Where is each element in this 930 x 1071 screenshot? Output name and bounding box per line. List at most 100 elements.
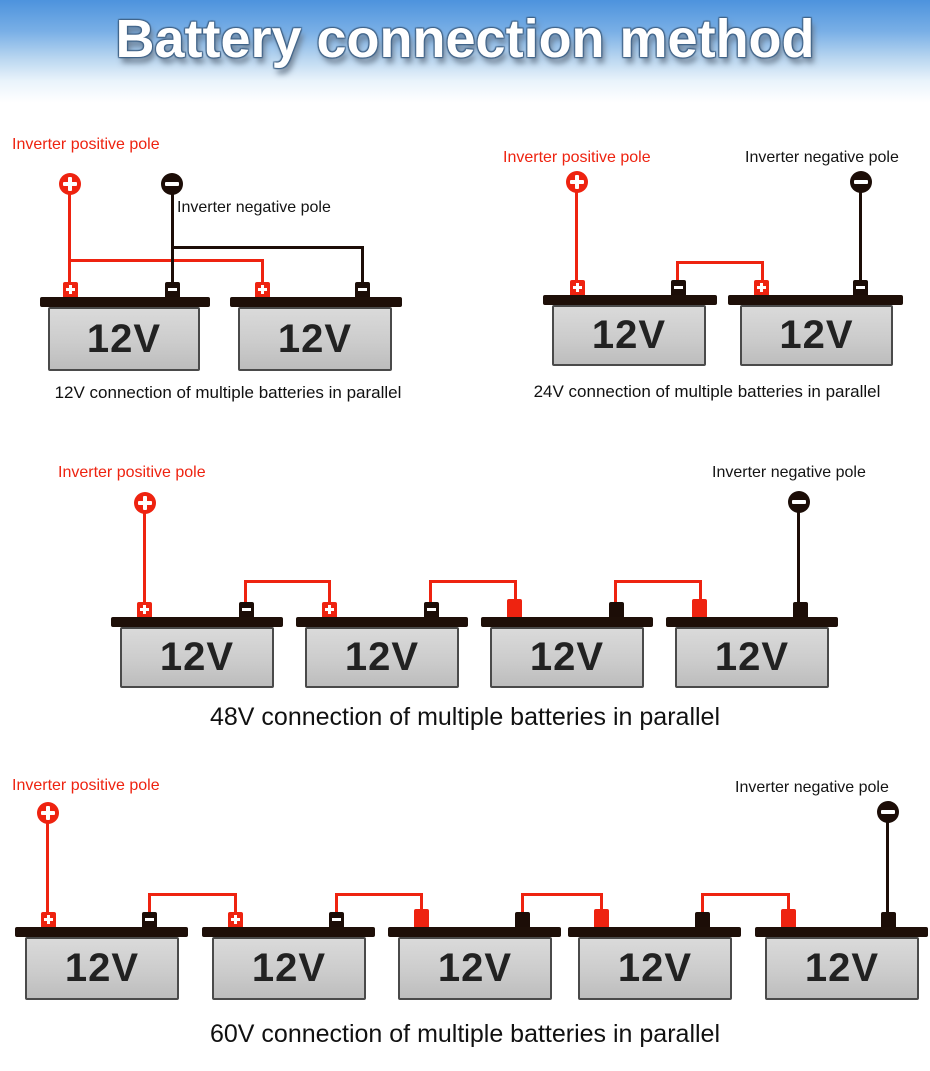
jumper-wire	[676, 261, 764, 264]
negative-wire	[797, 511, 800, 602]
positive-pole-icon	[134, 492, 156, 514]
negative-pole-icon	[850, 171, 872, 193]
negative-wire	[171, 246, 364, 249]
battery-top-bar	[296, 617, 468, 627]
battery-body: 12V	[765, 937, 919, 1000]
positive-pole-icon	[37, 802, 59, 824]
negative-terminal	[671, 280, 686, 295]
jumper-wire	[420, 893, 423, 912]
positive-terminal	[692, 599, 707, 617]
jumper-wire	[244, 580, 247, 602]
battery-top-bar	[388, 927, 561, 937]
battery-body: 12V	[48, 307, 200, 371]
battery-body: 12V	[675, 627, 829, 688]
battery-voltage-label: 12V	[591, 313, 667, 357]
page-title: Battery connection method	[115, 9, 815, 69]
positive-terminal	[137, 602, 152, 617]
jumper-wire	[521, 893, 524, 912]
battery-top-bar	[40, 297, 210, 307]
battery-body: 12V	[238, 307, 392, 371]
battery-body: 12V	[740, 305, 893, 366]
battery-body: 12V	[578, 937, 732, 1000]
diagram-caption: 24V connection of multiple batteries in …	[533, 382, 881, 401]
positive-pole-label: Inverter positive pole	[58, 464, 206, 481]
negative-terminal	[142, 912, 157, 927]
jumper-wire	[521, 893, 603, 896]
positive-terminal	[41, 912, 56, 927]
negative-terminal	[329, 912, 344, 927]
positive-wire	[68, 259, 264, 262]
negative-terminal	[609, 602, 624, 617]
positive-wire	[575, 191, 578, 280]
positive-wire	[68, 193, 71, 284]
negative-wire	[859, 191, 862, 280]
battery-body: 12V	[552, 305, 706, 366]
battery-voltage-label: 12V	[86, 316, 162, 361]
battery-top-bar	[111, 617, 283, 627]
positive-wire	[261, 259, 264, 284]
negative-pole-icon	[161, 173, 183, 195]
battery-voltage-label: 12V	[251, 946, 327, 990]
jumper-wire	[614, 580, 617, 602]
battery-voltage-label: 12V	[344, 635, 420, 679]
battery-voltage-label: 12V	[779, 313, 854, 357]
jumper-wire	[676, 261, 679, 280]
negative-wire	[886, 821, 889, 912]
positive-wire	[46, 822, 49, 912]
jumper-wire	[614, 580, 702, 583]
battery-voltage-label: 12V	[714, 635, 790, 679]
battery-body: 12V	[398, 937, 552, 1000]
negative-wire	[361, 246, 364, 284]
battery-body: 12V	[305, 627, 459, 688]
battery-voltage-label: 12V	[277, 316, 353, 361]
negative-terminal	[881, 912, 896, 927]
negative-terminal	[239, 602, 254, 617]
jumper-wire	[600, 893, 603, 912]
negative-terminal	[793, 602, 808, 617]
battery-voltage-label: 12V	[437, 946, 513, 990]
negative-terminal	[695, 912, 710, 927]
negative-terminal	[515, 912, 530, 927]
negative-pole-icon	[877, 801, 899, 823]
battery-body: 12V	[25, 937, 179, 1000]
positive-terminal	[322, 602, 337, 617]
jumper-wire	[244, 580, 331, 583]
negative-terminal	[165, 282, 180, 297]
jumper-wire	[234, 893, 237, 912]
battery-top-bar	[728, 295, 903, 305]
jumper-wire	[701, 893, 790, 896]
positive-terminal	[63, 282, 78, 297]
jumper-wire	[514, 580, 517, 602]
jumper-wire	[429, 580, 517, 583]
positive-pole-label: Inverter positive pole	[503, 149, 651, 166]
battery-voltage-label: 12V	[64, 946, 140, 990]
jumper-wire	[429, 580, 432, 602]
negative-terminal	[424, 602, 439, 617]
battery-body: 12V	[212, 937, 366, 1000]
jumper-wire	[328, 580, 331, 602]
battery-voltage-label: 12V	[159, 635, 235, 679]
positive-pole-label: Inverter positive pole	[12, 136, 160, 153]
battery-top-bar	[666, 617, 838, 627]
battery-voltage-label: 12V	[804, 946, 880, 990]
positive-pole-icon	[566, 171, 588, 193]
positive-pole-icon	[59, 173, 81, 195]
positive-wire	[143, 512, 146, 602]
positive-terminal	[228, 912, 243, 927]
jumper-wire	[701, 893, 704, 912]
positive-terminal	[570, 280, 585, 295]
battery-voltage-label: 12V	[617, 946, 693, 990]
negative-wire	[171, 193, 174, 284]
diagram-caption: 48V connection of multiple batteries in …	[209, 703, 721, 731]
jumper-wire	[761, 261, 764, 280]
battery-top-bar	[543, 295, 717, 305]
negative-pole-label: Inverter negative pole	[735, 779, 889, 796]
jumper-wire	[787, 893, 790, 912]
title-banner: Battery connection method	[0, 0, 930, 112]
jumper-wire	[148, 893, 151, 912]
positive-terminal	[507, 599, 522, 617]
battery-body: 12V	[120, 627, 274, 688]
battery-top-bar	[755, 927, 928, 937]
negative-terminal	[853, 280, 868, 295]
diagram-caption: 60V connection of multiple batteries in …	[209, 1020, 721, 1048]
